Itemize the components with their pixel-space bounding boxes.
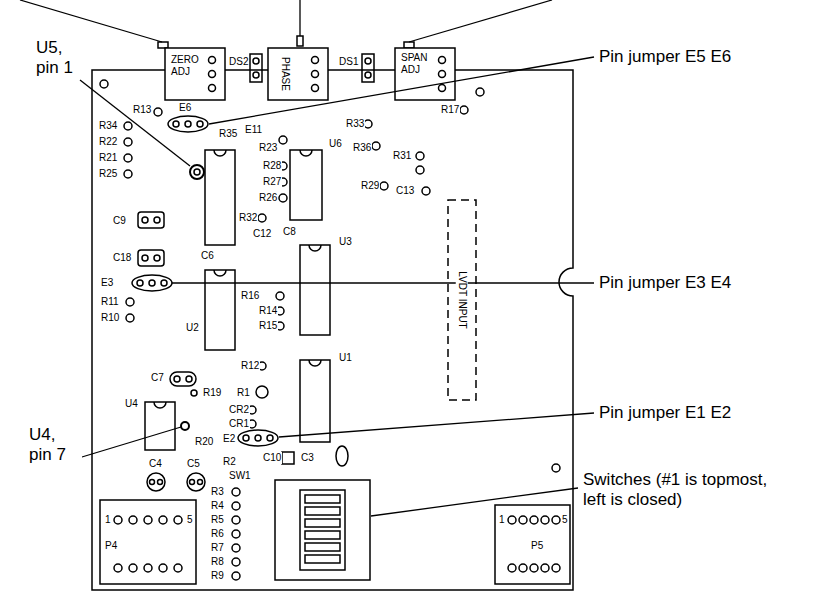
callout-text: U5, pin 1 bbox=[35, 38, 89, 77]
ic-package bbox=[145, 150, 330, 450]
potentiometer bbox=[395, 48, 455, 100]
part-label: E2 bbox=[222, 433, 236, 445]
part-label: C6 bbox=[200, 250, 215, 262]
pot-tab bbox=[297, 36, 303, 46]
part-label: C5 bbox=[186, 458, 201, 470]
part-label: 5 bbox=[186, 514, 194, 526]
part-label: R2 bbox=[222, 456, 237, 468]
part-label: R16 bbox=[240, 290, 260, 302]
part-label: U2 bbox=[185, 322, 200, 334]
part-label: R25 bbox=[98, 168, 118, 180]
part-label: E3 bbox=[100, 277, 114, 289]
part-label: 5 bbox=[561, 514, 569, 526]
part-label: R17 bbox=[440, 104, 460, 116]
part-label: U6 bbox=[328, 138, 343, 150]
part-label: R6 bbox=[210, 528, 225, 540]
part-label: C18 bbox=[112, 252, 132, 264]
pin-jumper bbox=[238, 430, 278, 446]
lvdt-connector bbox=[448, 200, 476, 400]
board-outline bbox=[92, 70, 573, 590]
part-label: R21 bbox=[98, 152, 118, 164]
part-label: P5 bbox=[530, 540, 544, 552]
pin-jumper bbox=[168, 116, 208, 132]
part-label: PHASE bbox=[279, 56, 291, 92]
part-label: C4 bbox=[148, 458, 163, 470]
part-label: R4 bbox=[210, 500, 225, 512]
callout-text: Switches (#1 is topmost, left is closed) bbox=[582, 470, 784, 509]
part-label: U1 bbox=[338, 352, 353, 364]
part-label: E6 bbox=[178, 102, 192, 114]
part-label: R35 bbox=[218, 128, 238, 140]
potentiometer bbox=[268, 48, 328, 100]
part-label: C10 bbox=[262, 452, 282, 464]
part-label: DS2 bbox=[228, 56, 249, 68]
led bbox=[250, 54, 262, 82]
part-label: U4 bbox=[124, 398, 139, 410]
part-label: E11 bbox=[244, 124, 263, 136]
part-label: SPAN ADJ bbox=[400, 52, 432, 75]
part-label: R34 bbox=[98, 120, 118, 132]
part-label: SW1 bbox=[228, 470, 252, 482]
callout-text: Pin jumper E3 E4 bbox=[598, 273, 732, 293]
part-label: R3 bbox=[210, 486, 225, 498]
part-label: R29 bbox=[360, 180, 380, 192]
part-label: CR1 bbox=[228, 418, 250, 430]
callout-text: U4, pin 7 bbox=[28, 425, 82, 464]
part-label: DS1 bbox=[338, 56, 359, 68]
pin-jumper bbox=[132, 275, 172, 291]
part-label: P4 bbox=[104, 540, 118, 552]
part-label: R31 bbox=[392, 150, 412, 162]
part-label: 1 bbox=[498, 514, 506, 526]
part-label: R22 bbox=[98, 136, 118, 148]
mounting-hole bbox=[100, 80, 108, 88]
component-pad bbox=[124, 106, 468, 580]
part-label: R13 bbox=[132, 104, 152, 116]
part-label: R5 bbox=[210, 514, 225, 526]
part-label: R10 bbox=[100, 312, 120, 324]
part-label: C9 bbox=[112, 215, 127, 227]
part-label: R14 bbox=[258, 305, 278, 317]
part-label: R36 bbox=[352, 142, 372, 154]
callout-text: Pin jumper E1 E2 bbox=[598, 403, 732, 423]
part-label: R19 bbox=[202, 387, 222, 399]
mounting-hole bbox=[476, 88, 484, 96]
part-label: C8 bbox=[282, 226, 297, 238]
mounting-hole bbox=[552, 464, 560, 472]
part-label: CR2 bbox=[228, 404, 250, 416]
part-label: R20 bbox=[194, 436, 214, 448]
part-label: R9 bbox=[210, 570, 225, 582]
part-label: R12 bbox=[240, 360, 260, 372]
part-label: C13 bbox=[395, 185, 415, 197]
dip-switch bbox=[275, 480, 370, 580]
part-label: R15 bbox=[258, 320, 278, 332]
callout-text: Pin jumper E5 E6 bbox=[598, 47, 732, 67]
part-label: C12 bbox=[252, 228, 272, 240]
part-label: R1 bbox=[236, 387, 251, 399]
pin-pad bbox=[181, 422, 189, 430]
part-label: R32 bbox=[238, 212, 258, 224]
part-label: U3 bbox=[338, 236, 353, 248]
part-label: R11 bbox=[100, 296, 120, 308]
pot-tab bbox=[158, 42, 168, 48]
led bbox=[362, 54, 374, 82]
part-label: R26 bbox=[258, 192, 278, 204]
part-label: LVDT INPUT bbox=[456, 270, 468, 329]
part-label: 1 bbox=[104, 514, 112, 526]
part-label: R8 bbox=[210, 556, 225, 568]
header-connector bbox=[100, 500, 570, 584]
part-label: C3 bbox=[300, 452, 315, 464]
part-label: C7 bbox=[150, 372, 165, 384]
part-label: R27 bbox=[262, 176, 282, 188]
part-label: ZERO ADJ bbox=[170, 54, 202, 77]
pot-tab bbox=[404, 42, 414, 48]
part-label: R23 bbox=[258, 142, 278, 154]
potentiometer bbox=[165, 48, 225, 100]
part-label: R7 bbox=[210, 542, 225, 554]
part-label: R33 bbox=[345, 118, 365, 130]
part-label: R28 bbox=[262, 160, 282, 172]
leader-line bbox=[20, 0, 594, 516]
pin-pad bbox=[190, 165, 204, 179]
